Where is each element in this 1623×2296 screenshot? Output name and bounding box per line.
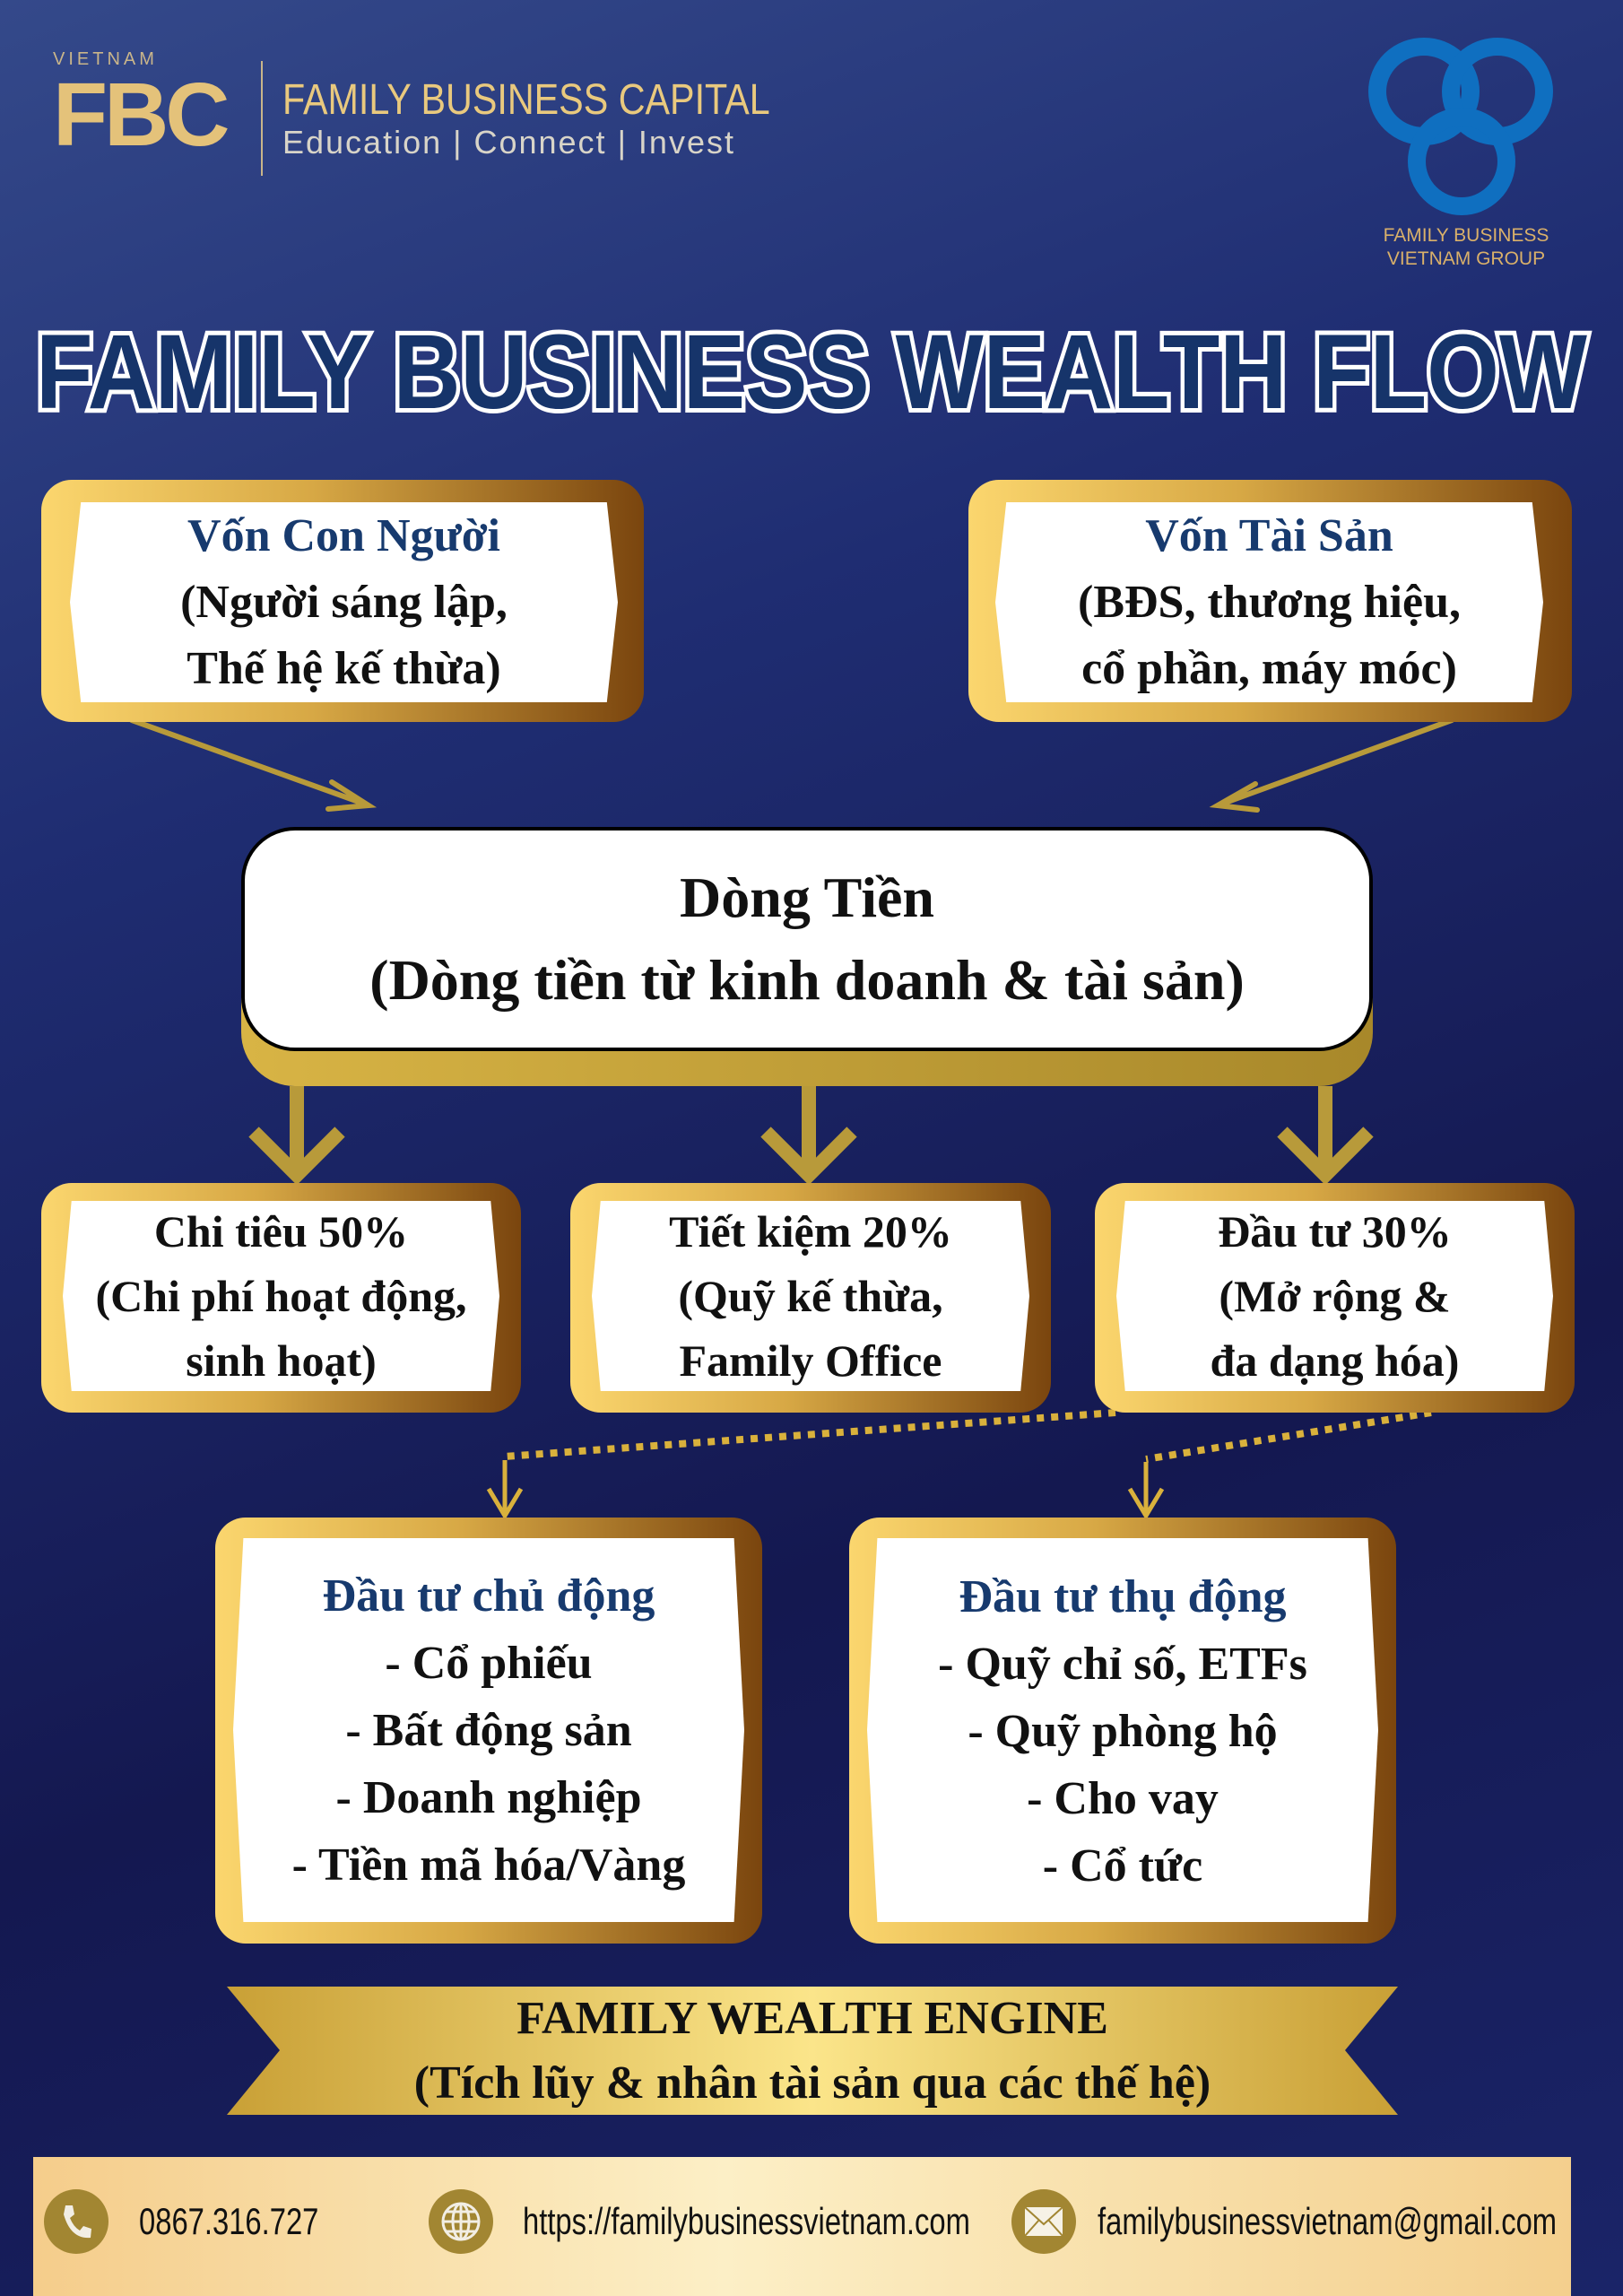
box-line: Chi tiêu 50% <box>153 1206 409 1257</box>
logo-divider <box>261 61 263 176</box>
box-heading: Vốn Tài Sản <box>1145 509 1393 561</box>
list-item: - Cổ tức <box>1042 1840 1203 1892</box>
dotted-to-active <box>504 1409 1116 1460</box>
cashflow-subtitle: (Dòng tiền từ kinh doanh & tài sản) <box>369 948 1245 1012</box>
spending-box: Chi tiêu 50% (Chi phí hoạt động, sinh ho… <box>41 1183 521 1413</box>
box-line: sinh hoạt) <box>186 1335 377 1386</box>
arrow-to-passive <box>1127 1462 1165 1520</box>
list-item: - Tiền mã hóa/Vàng <box>291 1839 686 1891</box>
arrow-to-investing <box>1277 1086 1374 1186</box>
banner-ribbon <box>227 1987 1398 2115</box>
phone-link[interactable]: 0867.316.727 <box>139 2200 319 2242</box>
box-line: (Người sáng lập, <box>180 576 508 628</box>
box-line: Đầu tư 30% <box>1218 1206 1452 1257</box>
logo-company-name: FAMILY BUSINESS CAPITAL <box>282 76 770 124</box>
list-item: - Cổ phiếu <box>385 1637 593 1689</box>
box-line: (Mở rộng & <box>1219 1271 1451 1321</box>
logo-country: VIETNAM <box>53 49 158 69</box>
arrow-to-active <box>486 1460 524 1520</box>
fbc-logo: VIETNAM FBC <box>53 49 230 165</box>
mail-icon <box>1011 2189 1076 2254</box>
arrow-to-spending <box>248 1086 345 1186</box>
box-line: Thế hệ kế thừa) <box>187 642 501 694</box>
cashflow-heading: Dòng Tiền <box>680 865 934 929</box>
asset-capital-box: Vốn Tài Sản (BĐS, thương hiệu, cổ phần, … <box>968 480 1572 722</box>
box-heading: Đầu tư chủ động <box>322 1570 655 1622</box>
passive-investment-box: Đầu tư thụ động - Quỹ chỉ số, ETFs - Quỹ… <box>849 1518 1396 1944</box>
phone-icon <box>44 2189 108 2254</box>
box-heading: Đầu tư thụ động <box>959 1571 1287 1622</box>
page-title: FAMILY BUSINESS WEALTH FLOW <box>36 313 1588 431</box>
list-item: - Cho vay <box>1027 1773 1219 1824</box>
cashflow-box: Dòng Tiền (Dòng tiền từ kinh doanh & tài… <box>241 827 1373 1051</box>
human-capital-box: Vốn Con Người (Người sáng lập, Thế hệ kế… <box>41 480 644 722</box>
banner: FAMILY WEALTH ENGINE (Tích lũy & nhân tà… <box>227 1987 1398 2115</box>
box-line: (Quỹ kế thừa, <box>678 1271 943 1321</box>
contact-footer: 0867.316.727 https://familybusinessvietn… <box>33 2157 1571 2296</box>
active-investment-box: Đầu tư chủ động - Cổ phiếu - Bất động sả… <box>215 1518 762 1944</box>
globe-icon <box>429 2189 493 2254</box>
list-item: - Quỹ chỉ số, ETFs <box>938 1639 1307 1690</box>
banner-subtitle: (Tích lũy & nhân tài sản qua các thế hệ) <box>413 2057 1211 2109</box>
arrow-assets-to-cashflow <box>1209 718 1454 813</box>
investing-box: Đầu tư 30% (Mở rộng & đa dạng hóa) <box>1095 1183 1575 1413</box>
logo-mark: FBC <box>53 65 230 165</box>
box-line: (BĐS, thương hiệu, <box>1078 576 1461 628</box>
box-line: đa dạng hóa) <box>1210 1335 1460 1386</box>
saving-box: Tiết kiệm 20% (Quỹ kế thừa, Family Offic… <box>570 1183 1051 1413</box>
list-item: - Quỹ phòng hộ <box>968 1706 1278 1757</box>
arrow-to-saving <box>760 1086 857 1186</box>
logo-tagline: Education | Connect | Invest <box>282 124 735 161</box>
email-link[interactable]: familybusinessvietnam@gmail.com <box>1098 2200 1558 2242</box>
arrow-human-to-cashflow <box>129 718 378 812</box>
fbvg-logo-icon <box>1368 38 1553 215</box>
box-line: cổ phần, máy móc) <box>1081 642 1457 694</box>
website-link[interactable]: https://familybusinessvietnam.com <box>523 2200 970 2242</box>
list-item: - Doanh nghiệp <box>335 1771 642 1823</box>
box-heading: Vốn Con Người <box>187 509 500 561</box>
logo-group-name: FAMILY BUSINESS VIETNAM GROUP <box>1376 224 1556 271</box>
logo-group-line1: FAMILY BUSINESS <box>1383 225 1549 246</box>
banner-title: FAMILY WEALTH ENGINE <box>516 1992 1108 2044</box>
logo-group-line2: VIETNAM GROUP <box>1386 248 1546 269</box>
box-line: Family Office <box>679 1335 942 1386</box>
list-item: - Bất động sản <box>345 1704 632 1756</box>
box-line: (Chi phí hoạt động, <box>95 1271 467 1321</box>
box-line: Tiết kiệm 20% <box>669 1206 952 1257</box>
dotted-to-passive <box>1145 1409 1432 1463</box>
